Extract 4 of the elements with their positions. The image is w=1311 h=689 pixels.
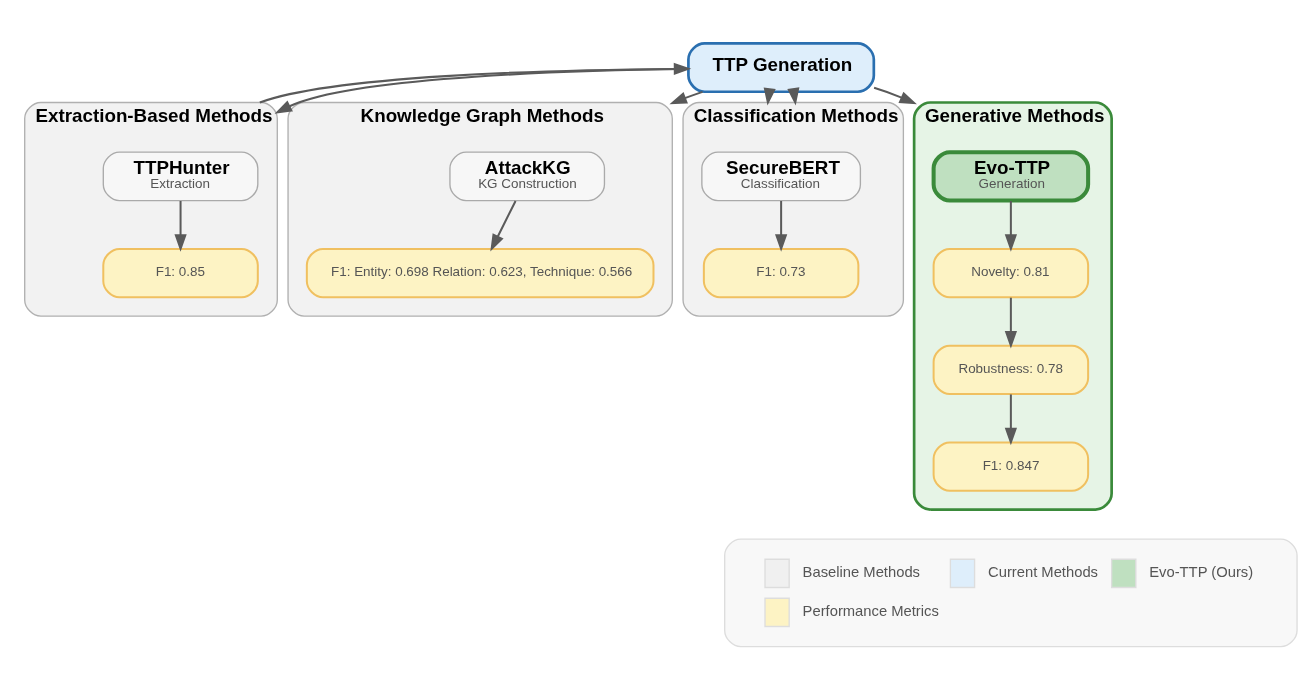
legend-label: Evo-TTP (Ours) <box>1149 563 1254 580</box>
legend-label: Current Methods <box>988 563 1099 580</box>
legend-label: Performance Metrics <box>802 602 939 619</box>
legend-label: Baseline Methods <box>802 563 921 580</box>
